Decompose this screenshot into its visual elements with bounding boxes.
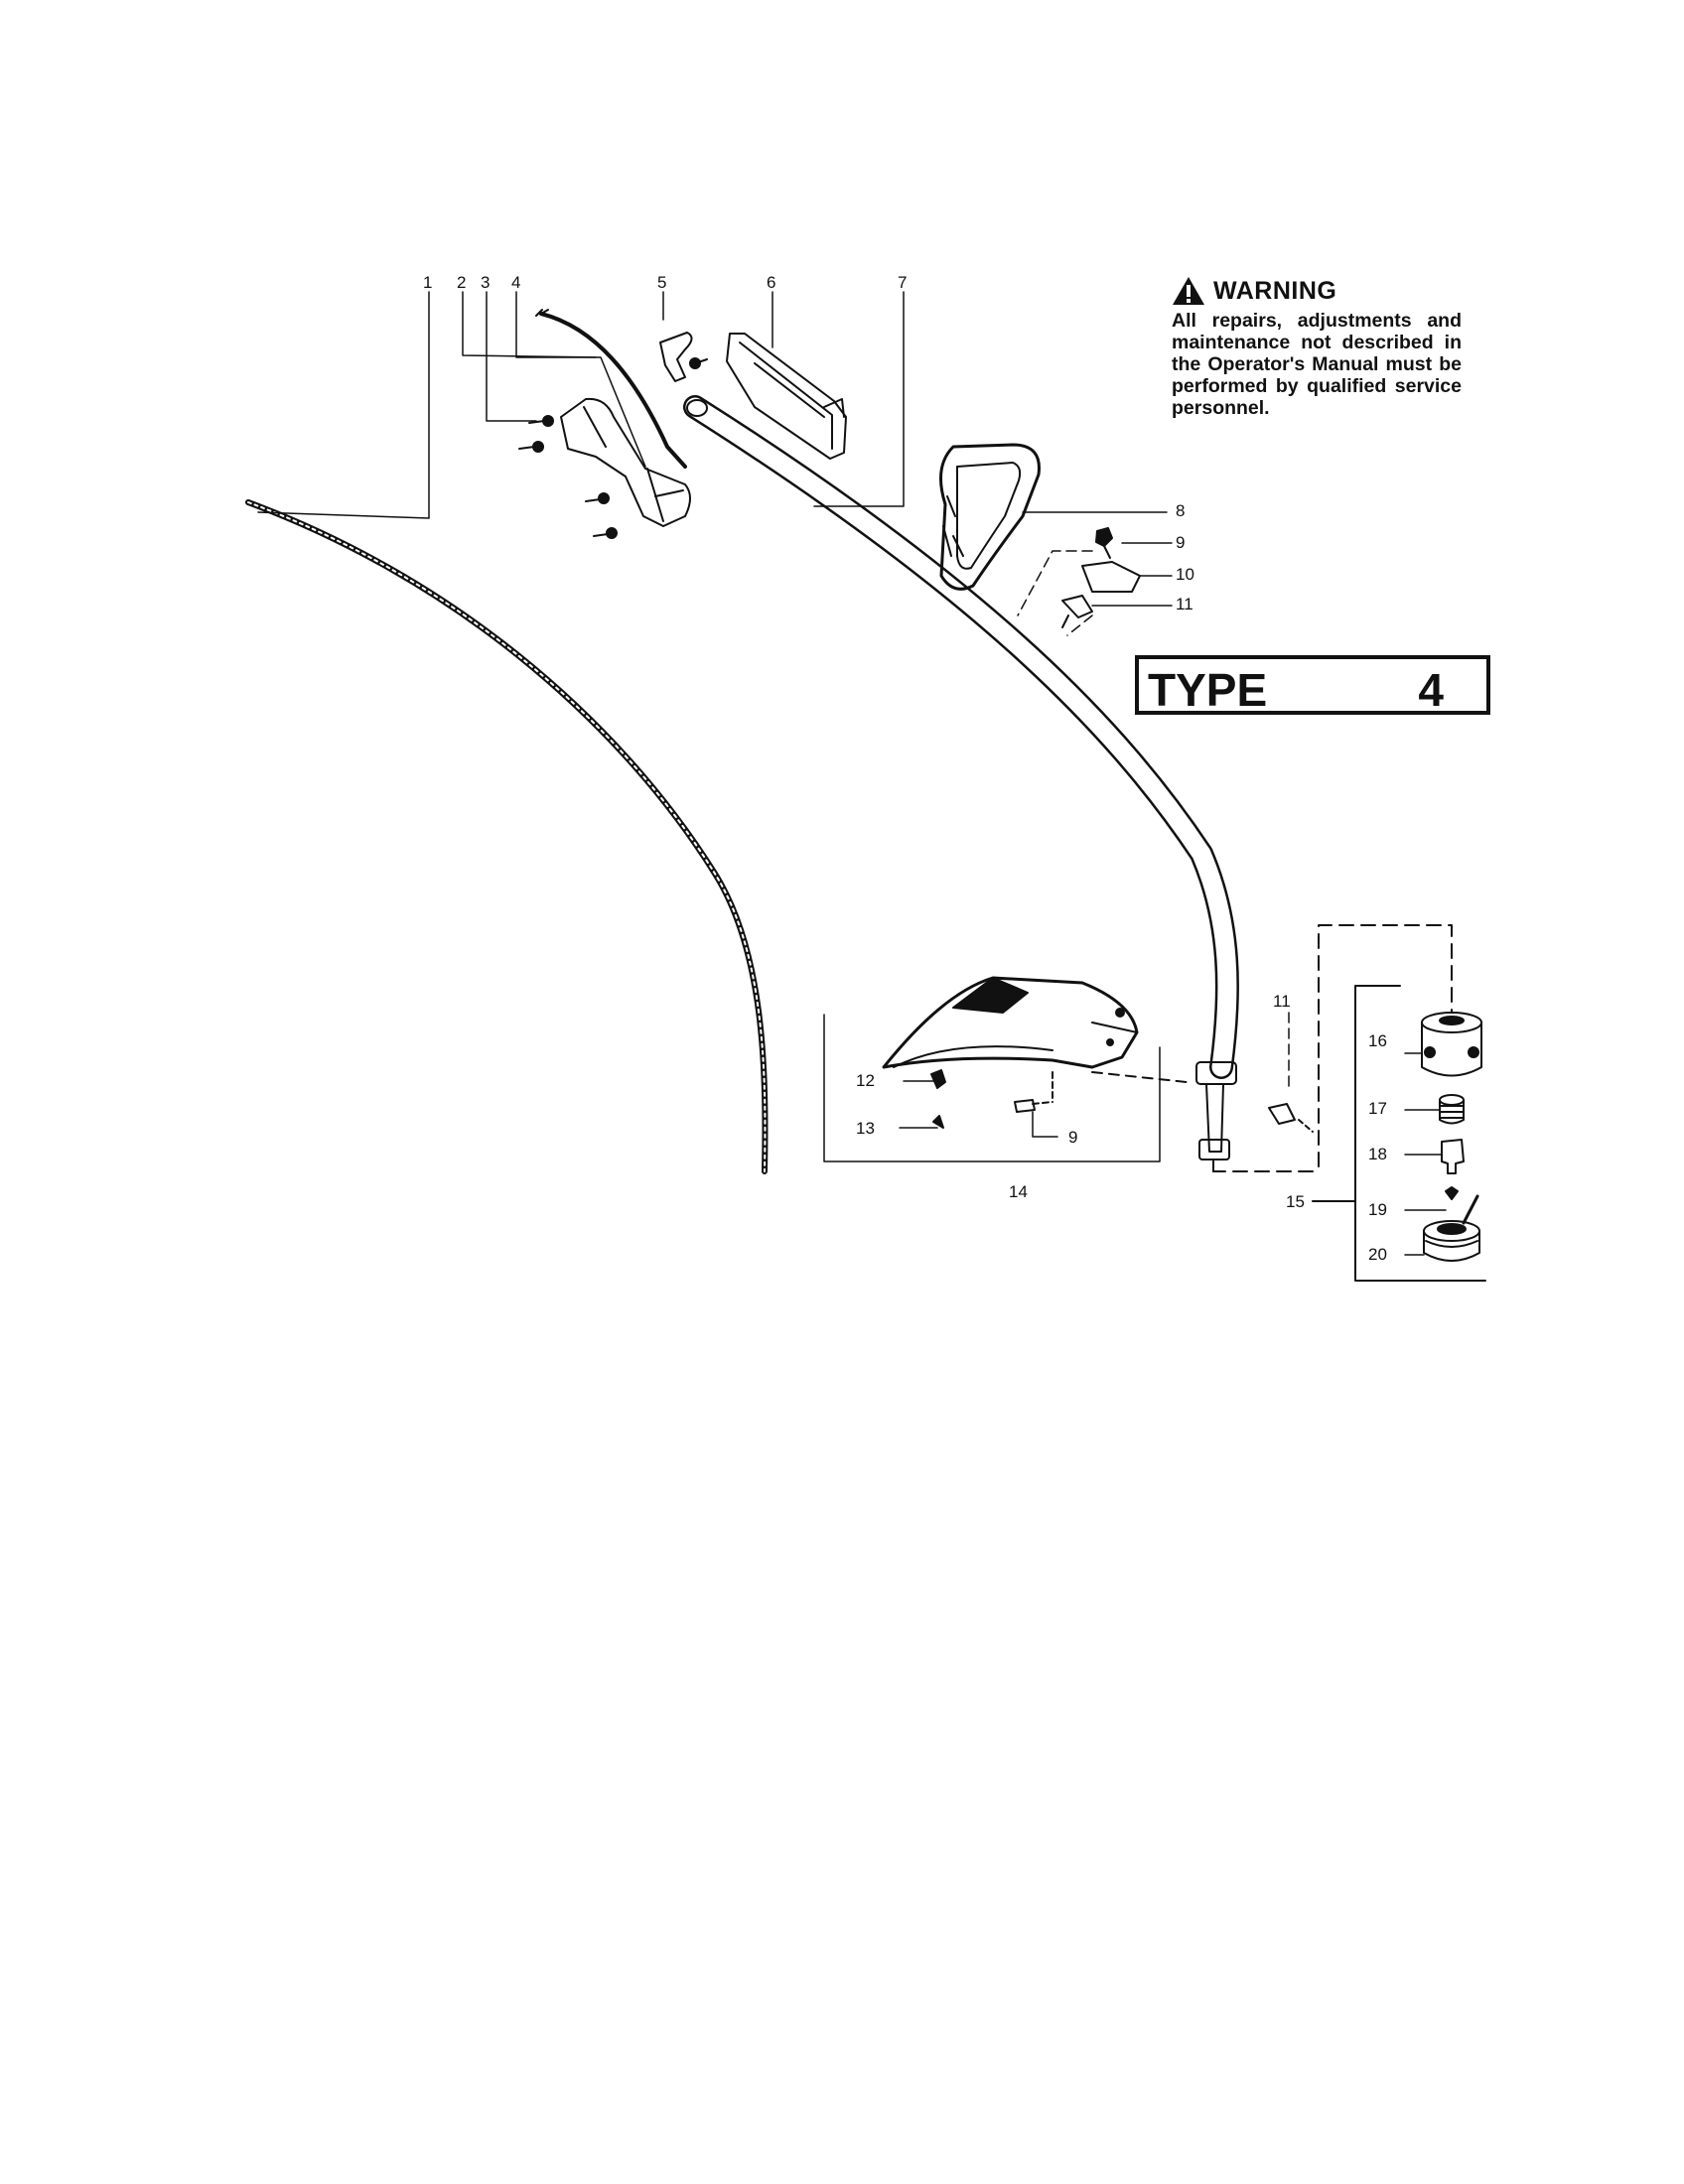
callout-3: 3 [481, 273, 491, 292]
callout-17: 17 [1368, 1099, 1387, 1118]
callout-6: 6 [767, 273, 776, 292]
callout-14: 14 [1009, 1182, 1028, 1201]
type-number: 4 [1418, 664, 1444, 716]
callout-16: 16 [1368, 1031, 1387, 1050]
callout-18: 18 [1368, 1145, 1387, 1163]
main-tube-part-7 [683, 395, 1239, 1079]
callout-15: 15 [1286, 1192, 1305, 1211]
type-label: TYPE [1148, 664, 1268, 716]
handle-cover-part-6 [726, 333, 847, 460]
gearhead [1091, 1061, 1237, 1172]
callout-11-a: 11 [1176, 595, 1193, 614]
bracket-part-15 [1312, 985, 1486, 1282]
callout-10: 10 [1176, 565, 1194, 584]
callout-8: 8 [1176, 501, 1186, 520]
callout-12: 12 [856, 1071, 875, 1090]
callout-11-b: 11 [1273, 992, 1291, 1011]
type-box: TYPE 4 [1135, 655, 1490, 716]
trimmer-head-parts [1421, 1012, 1482, 1262]
screws-part-3 [518, 415, 618, 539]
callout-2: 2 [457, 273, 467, 292]
callout-9-b: 9 [1068, 1128, 1078, 1147]
trigger-part-5 [659, 332, 708, 382]
callout-5: 5 [657, 273, 667, 292]
drive-shaft-part-1 [245, 499, 769, 1174]
callout-19: 19 [1368, 1200, 1387, 1219]
callout-20: 20 [1368, 1245, 1387, 1264]
bolt-part-11-b [1268, 1103, 1314, 1133]
warning-title: WARNING [1213, 276, 1337, 305]
warning-block: WARNING All repairs, adjustments and mai… [1172, 276, 1462, 420]
leader-lines [257, 291, 1447, 1256]
warning-triangle-icon [1173, 277, 1204, 305]
callout-7: 7 [898, 273, 908, 292]
dashed-connector [1212, 924, 1453, 1172]
assist-handle-part-8 [939, 443, 1041, 591]
callout-1: 1 [423, 273, 433, 292]
callout-13: 13 [856, 1119, 875, 1138]
throttle-cable-part-4 [535, 309, 687, 469]
clamp-hardware [1061, 527, 1141, 628]
warning-text: All repairs, adjustments and maintenance… [1172, 310, 1462, 419]
guard-fasteners [930, 1069, 1053, 1129]
callout-4: 4 [511, 273, 521, 292]
guard-part-14 [882, 976, 1139, 1069]
warning-header: WARNING [1172, 276, 1462, 306]
handle-housing-part-2 [560, 397, 691, 527]
callout-9-a: 9 [1176, 533, 1186, 552]
